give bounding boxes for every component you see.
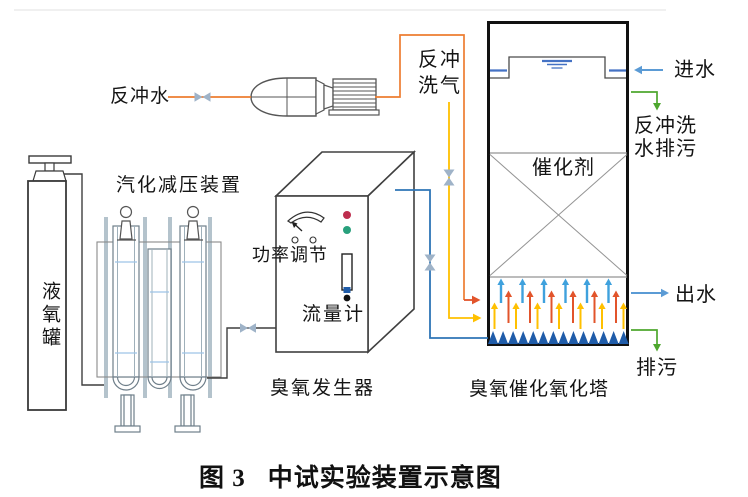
indicator-light-green [343,226,351,234]
label-vaporizer: 汽化减压装置 [116,175,243,196]
diffuser-triangle [508,331,519,344]
diffuser-triangle [488,331,499,344]
label-ozone-generator: 臭氧发生器 [270,378,376,399]
caption-text: 中试实验装置示意图 [267,465,502,492]
knob-left[interactable] [291,236,299,244]
catalyst-bed [489,152,628,278]
bubble-arrow-head [583,278,591,285]
oxygen-feed-pipe [64,173,104,386]
power-dial-icon[interactable] [287,211,325,224]
label-backwash-gas-1: 反冲 [418,49,462,71]
diffuser-triangles [488,331,629,344]
figure-caption: 图 3 中试实验装置示意图 [199,458,502,494]
drain-arrow [653,344,661,352]
label-oxidation-tower: 臭氧催化氧化塔 [469,379,610,400]
bubble-arrow-head [497,278,505,285]
label-inlet-water: 进水 [674,59,716,81]
valve-icon-backwash[interactable] [194,92,211,102]
dial-needle-icon [294,224,303,232]
diffuser-triangle [518,331,529,344]
bubble-arrows-yellow [490,302,628,329]
label-flow-meter: 流量计 [302,304,366,325]
label-backwash-water: 反冲水 [110,86,171,107]
tank-valve-cap [32,170,67,182]
weir-trough [490,56,626,79]
diffuser-triangle [558,331,569,344]
diffuser-triangle [538,331,549,344]
oxidation-tower [487,21,629,346]
vaporizer-unit [96,205,222,433]
diffuser-triangle [498,331,509,344]
bubble-arrow-head [576,302,585,309]
diffuser-triangle [528,331,539,344]
label-catalyst: 催化剂 [530,157,597,181]
diffuser-triangle [548,331,559,344]
bubble-arrow-head [533,302,542,309]
label-backwash-gas-2: 洗气 [418,75,462,97]
tube-inner-walls [117,226,202,377]
bubble-arrow-head [490,302,499,309]
backwash-drain-arrow [653,103,661,111]
flow-meter-float [343,294,351,302]
bubble-arrows-blue [497,278,613,303]
label-backwash-drain-1: 反冲洗 [634,115,697,137]
bubble-arrow-head [598,302,606,309]
pump-base [328,109,380,116]
label-drain: 排污 [636,357,678,379]
backwash-gas-line [448,102,473,319]
outlet-arrow [661,288,669,298]
label-power-adjust: 功率调节 [252,245,328,265]
inlet-arrow [634,65,642,75]
liquid-oxygen-tank [27,155,72,411]
oxygen-to-generator-pipe [207,327,276,379]
diffuser-triangle [568,331,579,344]
diffuser-triangle [588,331,599,344]
vaporizer-tubes [112,225,207,391]
vaporizer-legs [114,394,201,433]
bubble-arrow-head [619,302,628,309]
diffuser-triangle [618,331,629,344]
bubble-arrow-head [512,302,520,309]
backwash-inlet-arrow [472,295,481,305]
label-backwash-drain-2: 水排污 [634,138,697,160]
gas-inlet-arrow [473,313,482,323]
bubble-arrow-head [555,302,563,309]
diffuser-triangle [598,331,609,344]
valve-icon-ozone[interactable] [424,254,436,271]
knob-right[interactable] [309,236,317,244]
bubble-arrow-head [590,290,599,297]
tank-valve-handle [28,155,72,164]
bubble-arrow-head [612,290,620,297]
flow-meter-tube [341,253,353,291]
bubble-arrow-head [569,290,577,297]
water-surface-icon [490,59,626,72]
tank-body [27,180,67,411]
ozone-generator-box [274,150,416,354]
bubble-arrow-head [561,278,570,285]
diffuser-triangle [578,331,589,344]
diffuser-triangle [608,331,619,344]
valve-icon-gas[interactable] [443,169,455,186]
backwash-loop-line [375,34,465,300]
valve-icon-oxygen[interactable] [240,323,256,333]
tube-level-lines [115,261,204,363]
caption-number: 图 3 [199,465,246,492]
bubble-arrow-head [518,278,527,285]
label-outlet-water: 出水 [675,284,717,306]
label-liquid-oxygen-tank: 液氧罐 [39,281,61,350]
bubble-arrow-head [604,278,613,285]
bubble-arrow-head [547,290,556,297]
bubble-arrows-red [504,290,620,323]
tower-shell [487,21,629,346]
bubble-arrow-head [540,278,548,285]
indicator-light-red [343,211,351,219]
bubble-arrow-head [504,290,513,297]
backwash-pump [250,77,380,117]
bubble-arrow-head [526,290,534,297]
relief-valve-icon [117,205,203,241]
